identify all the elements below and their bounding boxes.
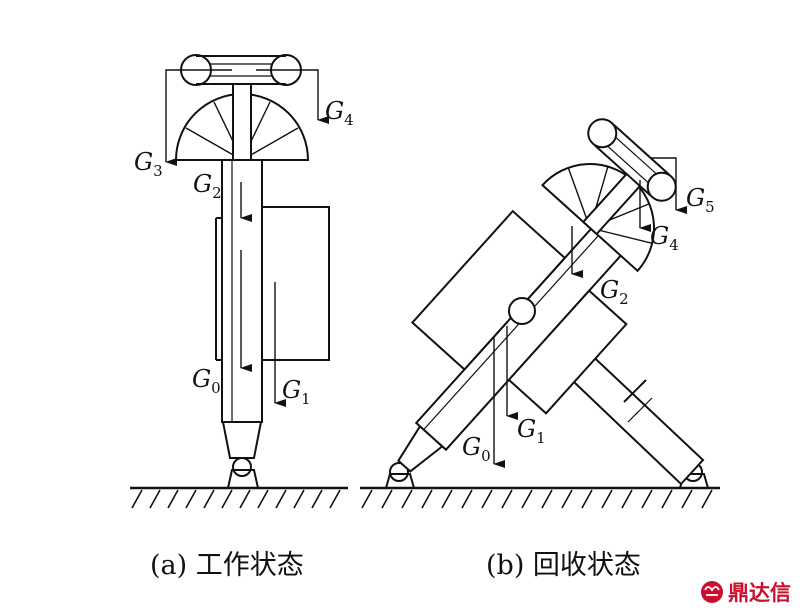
- mast-a: [232, 83, 252, 161]
- diagram-a-working-state: [130, 54, 348, 509]
- mid-pivot-b: [508, 297, 536, 325]
- top-roller-b: [587, 118, 677, 202]
- diagram-b-stowed-state: [360, 118, 720, 509]
- main-boom-b: [397, 209, 630, 473]
- ground-b: [360, 486, 720, 509]
- base-pivot-a: [227, 457, 259, 489]
- force-label-g1-b: G1: [517, 415, 546, 447]
- force-arrows-b: [493, 157, 687, 468]
- force-label-g2-b: G2: [600, 276, 629, 308]
- labels-a: G3 G4 G2 G0 G1 (a) 工作状态: [134, 97, 354, 581]
- ground-a: [130, 486, 348, 509]
- force-arrows-a: [165, 69, 329, 407]
- labels-b: G5 G4 G2 G1 G0 (b) 回收状态: [462, 184, 715, 581]
- force-label-g5-b: G5: [686, 184, 715, 216]
- caption-b: (b) 回收状态: [486, 550, 641, 581]
- side-box-a: [215, 206, 330, 361]
- base-pivot-left-b: [385, 462, 415, 489]
- force-label-g0-a: G0: [192, 365, 221, 397]
- force-label-g0-b: G0: [462, 433, 491, 465]
- top-roller-a: [180, 54, 302, 86]
- force-label-g3-a: G3: [134, 148, 163, 180]
- force-label-g4-b: G4: [650, 222, 679, 254]
- logo-icon: [701, 581, 723, 603]
- force-label-g2-a: G2: [193, 170, 222, 202]
- main-column-a: [221, 159, 263, 423]
- force-label-g1-a: G1: [282, 376, 311, 408]
- lower-taper-a: [221, 421, 263, 459]
- watermark: 鼎达信: [701, 581, 791, 605]
- watermark-text: 鼎达信: [728, 581, 791, 605]
- force-label-g4-a: G4: [325, 97, 354, 129]
- caption-a: (a) 工作状态: [150, 550, 304, 581]
